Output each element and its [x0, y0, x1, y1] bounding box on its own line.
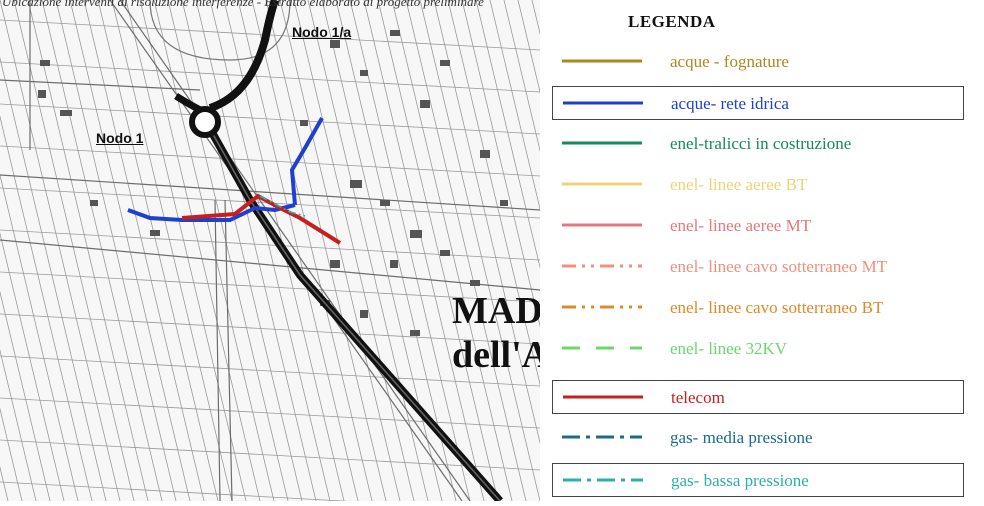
- town-label-line-2: dell'A: [452, 334, 550, 376]
- legend-item: gas- bassa pressione: [552, 463, 964, 497]
- legend-item: telecom: [552, 380, 964, 414]
- legend-item: enel- linee aeree BT: [552, 168, 964, 202]
- node-label-nodo-1: Nodo 1: [96, 130, 144, 146]
- legend-item-label: enel- linee 32KV: [670, 339, 788, 358]
- legend-item: enel-tralicci in costruzione: [552, 127, 964, 161]
- legend-item-label: enel- linee cavo sotterraneo MT: [670, 257, 888, 276]
- legend-item: enel- linee cavo sotterraneo BT: [552, 291, 964, 325]
- water-network-line: [127, 203, 296, 222]
- legend-item-label: gas- bassa pressione: [671, 471, 809, 490]
- legend-line-swatch: [562, 59, 642, 63]
- legend-item-label: telecom: [671, 388, 725, 407]
- node-label-nodo-1a: Nodo 1/a: [292, 24, 352, 40]
- gas-low-pressure-line: [259, 195, 306, 217]
- legend-line-swatch: [562, 182, 642, 186]
- legend-line-swatch: [563, 101, 643, 105]
- legend-line-swatch: [562, 223, 642, 227]
- legend-line-swatch: [562, 264, 642, 268]
- legend-item-label: enel- linee aeree MT: [670, 216, 812, 235]
- legend-item: acque- rete idrica: [552, 86, 964, 120]
- cadastral-map: [0, 0, 947, 506]
- telecom-line: [181, 193, 342, 245]
- link-road: [208, 0, 279, 112]
- legend-item: enel- linee 32KV: [552, 332, 964, 366]
- legend-item-label: acque- rete idrica: [671, 94, 789, 113]
- legend-panel: LEGENDA acque - fognature acque- rete idr…: [540, 0, 984, 501]
- map-caption: Ubicazione interventi di risoluzione int…: [2, 0, 484, 9]
- legend-item: enel- linee aeree MT: [552, 209, 964, 243]
- legend-item: enel- linee cavo sotterraneo MT: [552, 250, 964, 284]
- legend-title: LEGENDA: [628, 12, 716, 31]
- legend-item-label: acque - fognature: [670, 52, 789, 71]
- town-label-line-1: MAD: [452, 290, 543, 332]
- legend-line-swatch: [563, 395, 643, 399]
- legend-item-label: gas- media pressione: [670, 428, 813, 447]
- legend-item-label: enel- linee cavo sotterraneo BT: [670, 298, 884, 317]
- legend-line-swatch: [562, 141, 642, 145]
- legend-line-swatch: [562, 346, 642, 350]
- legend-item-label: enel- linee aeree BT: [670, 175, 808, 194]
- water-network-branch: [289, 117, 324, 206]
- legend-item-label: enel-tralicci in costruzione: [670, 134, 852, 153]
- roundabout: [189, 106, 221, 138]
- map-area: Ubicazione interventi di risoluzione int…: [0, 0, 947, 506]
- legend-item: acque - fognature: [552, 45, 964, 79]
- track-oval: [149, 0, 291, 61]
- legend-item: gas- media pressione: [552, 421, 964, 455]
- legend-line-swatch: [562, 305, 642, 309]
- legend-line-swatch: [562, 435, 642, 439]
- legend-line-swatch: [563, 478, 643, 482]
